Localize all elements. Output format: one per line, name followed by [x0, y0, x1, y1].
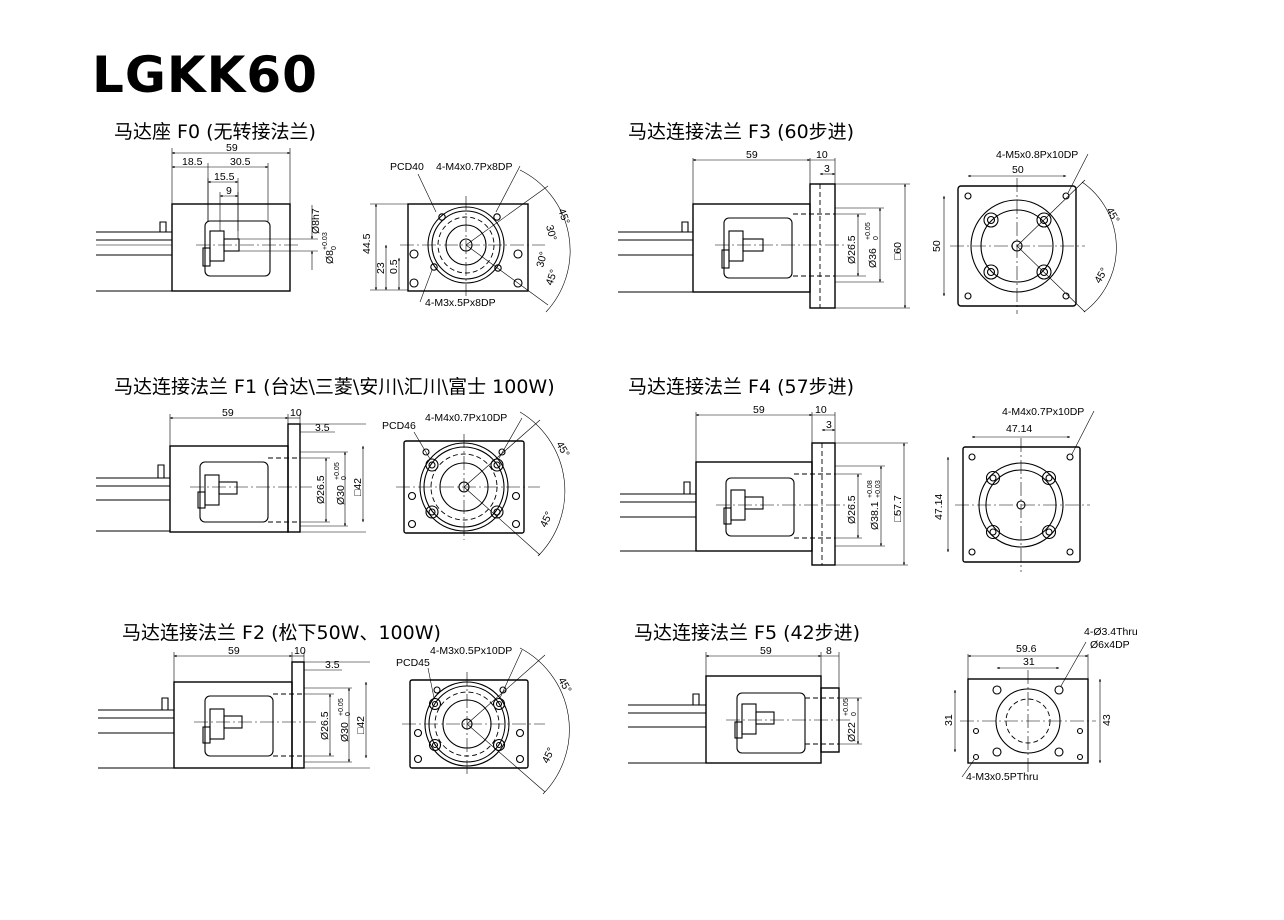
f5-dim-h31: 31: [943, 714, 955, 726]
f0-angle-45a: 45°: [555, 207, 572, 226]
f3-dim-w50: 50: [1012, 164, 1024, 176]
f4-front-view: 47.14 47.14 4-M4x0.7Px10DP: [933, 406, 1095, 572]
f5-dim-22: Ø22: [846, 722, 858, 742]
f0-dim-0-5: 0.5: [388, 259, 400, 274]
f1-dim-26-5: Ø26.5: [315, 475, 327, 504]
f0-dim-44-5: 44.5: [361, 233, 373, 254]
f2-dim-30-tol-dn: 0: [345, 712, 352, 716]
f0-dim-15-5: 15.5: [214, 171, 235, 183]
f1-front-view: PCD46 4-M4x0.7Px10DP 45° 45°: [382, 411, 572, 557]
f5-dim-59: 59: [760, 645, 772, 657]
section-title-f2: 马达连接法兰 F2 (松下50W、100W): [122, 622, 441, 644]
f5-dim-w31: 31: [1023, 656, 1035, 668]
f4-dim-38-tol-dn: +0.03: [875, 480, 882, 498]
f0-dim-8h7: Ø8h7: [310, 208, 322, 234]
f1-pcd46: PCD46: [382, 420, 416, 432]
f3-dim-3: 3: [824, 163, 830, 175]
f4-dim-sq57-7: □57.7: [892, 495, 904, 522]
f3-side-view: 59 10 3 Ø26.5 Ø36 +0.05 0 □60: [618, 149, 910, 309]
f3-angle-45b: 45°: [1092, 266, 1110, 286]
f3-front-view: 50 50 4-M5x0.8Px10DP 45° 45°: [931, 149, 1122, 314]
section-title-f3: 马达连接法兰 F3 (60步进): [628, 121, 855, 143]
f0-dim-8-tol-up: +0.03: [322, 232, 329, 250]
f4-side-view: 59 10 3 Ø26.5 Ø38.1 +0.08 +0.03 □57.7: [620, 404, 908, 566]
f1-dim-30-tol-dn: 0: [341, 476, 348, 480]
f0-holes-bottom: 4-M3x.5Px8DP: [425, 297, 496, 309]
f4-dim-59: 59: [753, 404, 765, 416]
f5-dim-h43: 43: [1101, 714, 1113, 726]
f5-dim-22-tol-up: +0.05: [843, 698, 850, 716]
f2-dim-30-tol-up: +0.05: [338, 698, 345, 716]
section-title-f5: 马达连接法兰 F5 (42步进): [634, 622, 861, 644]
f5-front-view: 59.6 31 31 43 4-Ø3.4Thru Ø6x4DP 4-M3x0.5…: [943, 626, 1138, 783]
f2-dim-10: 10: [294, 645, 306, 657]
f1-dim-30-tol-up: +0.05: [334, 462, 341, 480]
f5-dim-22-tol-dn: 0: [851, 712, 858, 716]
f3-holes: 4-M5x0.8Px10DP: [996, 149, 1078, 161]
f5-holes-b: Ø6x4DP: [1090, 639, 1130, 651]
f4-dim-w47: 47.14: [1006, 423, 1032, 435]
f5-dim-w59-6: 59.6: [1016, 643, 1037, 655]
f1-angle-45b: 45°: [538, 510, 556, 529]
f2-holes: 4-M3x0.5Px10DP: [430, 645, 512, 657]
section-title-f4: 马达连接法兰 F4 (57步进): [628, 376, 855, 398]
f2-dim-59: 59: [228, 645, 240, 657]
f0-dim-59: 59: [226, 142, 238, 154]
f2-front-view: PCD45 4-M3x0.5Px10DP 45° 45°: [396, 645, 574, 795]
f0-holes-top: 4-M4x0.7Px8DP: [436, 161, 512, 173]
f1-holes: 4-M4x0.7Px10DP: [425, 412, 507, 424]
f0-dim-30-5: 30.5: [230, 156, 251, 168]
f0-angle-30a: 30°: [543, 224, 559, 242]
f2-angle-45a: 45°: [555, 676, 573, 696]
f2-dim-3-5: 3.5: [325, 659, 340, 671]
f4-dim-3: 3: [826, 419, 832, 431]
f0-pcd40: PCD40: [390, 161, 424, 173]
f2-angle-45b: 45°: [540, 746, 558, 765]
f0-dim-8-tol-dn: 0: [331, 246, 338, 250]
section-title-f1: 马达连接法兰 F1 (台达\三菱\安川\汇川\富士 100W): [114, 376, 555, 398]
f2-dim-26-5: Ø26.5: [319, 711, 331, 740]
f2-dim-sq42: □42: [355, 716, 367, 734]
f3-dim-10: 10: [816, 149, 828, 161]
f4-dim-h47: 47.14: [933, 494, 945, 520]
f0-dim-8: Ø8: [324, 250, 336, 264]
f5-holes-a: 4-Ø3.4Thru: [1084, 626, 1138, 638]
f1-dim-sq42: □42: [352, 478, 364, 496]
f3-dim-36-tol-up: +0.05: [865, 222, 872, 240]
f2-side-view: 59 10 3.5 Ø26.5 Ø30 +0.05 0 □42: [98, 645, 370, 769]
f1-dim-10: 10: [290, 407, 302, 419]
f3-dim-36: Ø36: [867, 248, 879, 268]
f2-dim-30: Ø30: [339, 722, 351, 742]
f4-holes: 4-M4x0.7Px10DP: [1002, 406, 1084, 418]
f5-holes-c: 4-M3x0.5PThru: [966, 771, 1039, 783]
f2-pcd45: PCD45: [396, 657, 430, 669]
f5-dim-8: 8: [826, 645, 832, 657]
f3-dim-sq60: □60: [892, 242, 904, 260]
f1-dim-59: 59: [222, 407, 234, 419]
f1-dim-30: Ø30: [335, 485, 347, 505]
f1-angle-45a: 45°: [553, 440, 571, 460]
f3-dim-36-tol-dn: 0: [873, 236, 880, 240]
f3-dim-59: 59: [746, 149, 758, 161]
section-title-f0: 马达座 F0 (无转接法兰): [114, 121, 316, 143]
f0-angle-45b: 45°: [544, 268, 561, 287]
f0-dim-23: 23: [375, 262, 387, 274]
f3-dim-26-5: Ø26.5: [846, 235, 858, 264]
f4-dim-10: 10: [815, 404, 827, 416]
f0-front-view: 44.5 23 0.5 PCD40 4-M4x0.7Px8DP 4-M3x.5P…: [361, 161, 572, 313]
f0-angle-30b: 30°: [534, 250, 550, 268]
f0-dim-18-5: 18.5: [182, 156, 203, 168]
f5-side-view: 59 8 Ø22 +0.05 0: [628, 645, 862, 764]
f0-dim-9: 9: [226, 185, 232, 197]
f3-dim-h50: 50: [931, 240, 943, 252]
f1-side-view: 59 10 3.5 Ø26.5 Ø30 +0.05 0 □42: [96, 407, 366, 533]
f1-dim-3-5: 3.5: [315, 422, 330, 434]
f4-dim-38-1: Ø38.1: [869, 501, 881, 530]
f4-dim-38-tol-up: +0.08: [867, 480, 874, 498]
page-title: LGKK60: [92, 46, 318, 104]
f4-dim-26-5: Ø26.5: [846, 495, 858, 524]
f0-side-view: 59 18.5 30.5 15.5 9 Ø8h7 Ø8 +0.03 0: [96, 142, 338, 292]
